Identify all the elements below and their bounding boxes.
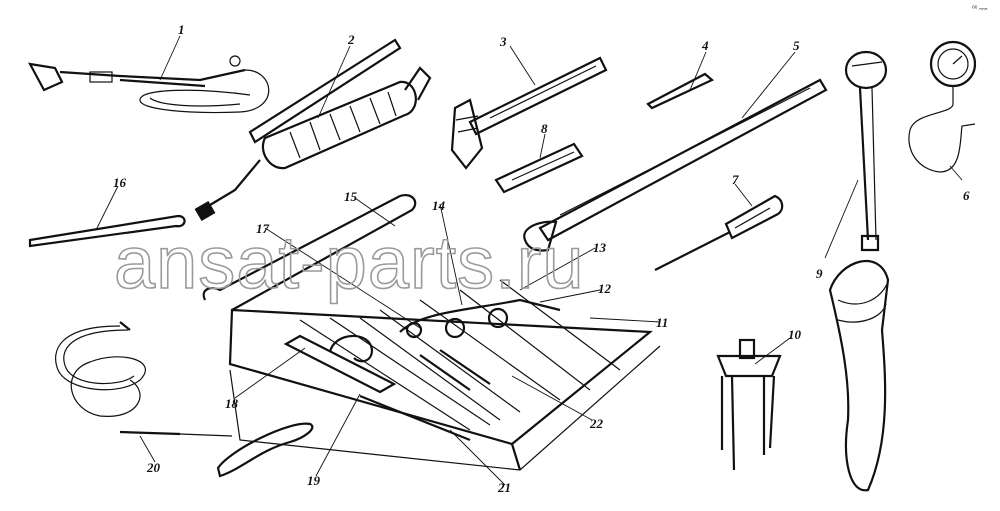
watermark-text: ansat-parts.ru	[114, 221, 585, 304]
callout-15: 15	[344, 189, 358, 204]
puller-drawing	[716, 338, 782, 471]
callout-2: 2	[347, 32, 355, 47]
tire-pressure-hose-drawing	[27, 55, 270, 114]
callout-7: 7	[732, 172, 739, 187]
screwdriver-drawing	[654, 194, 784, 271]
callout-19: 19	[307, 473, 321, 488]
strap-drawing	[216, 422, 314, 478]
grease-gun-drawing	[194, 38, 432, 222]
tool-roll-drawing	[202, 194, 661, 471]
callout-21: 21	[497, 480, 511, 495]
hammer-drawing	[450, 56, 608, 170]
chisel-drawing	[494, 142, 584, 194]
callout-1: 1	[178, 22, 185, 37]
tire-lever-drawing	[28, 214, 186, 248]
pump-with-bag-drawing	[828, 50, 890, 492]
pin-punch-drawing	[646, 72, 715, 110]
callout-22: 22	[589, 416, 604, 431]
callout-8: 8	[541, 121, 548, 136]
callout-17: 17	[256, 221, 270, 236]
callout-18: 18	[225, 396, 239, 411]
callout-10: 10	[788, 327, 802, 342]
callout-4: 4	[701, 38, 709, 53]
callout-11: 11	[656, 315, 668, 330]
callout-13: 13	[593, 240, 607, 255]
callout-3: 3	[499, 34, 507, 49]
callout-9: 9	[816, 266, 823, 281]
wheel-nut-wrench-bar-drawing	[523, 78, 828, 252]
callout-16: 16	[113, 175, 127, 190]
callout-20: 20	[146, 460, 161, 475]
tire-pressure-gauge-drawing	[908, 40, 977, 173]
callout-leaders	[95, 35, 963, 486]
callout-5: 5	[793, 38, 800, 53]
inspection-lamp-cable-drawing	[55, 321, 233, 437]
callout-14: 14	[432, 198, 446, 213]
corner-mark: ᵒᵉ ₙₙₙ	[972, 5, 988, 12]
callout-12: 12	[598, 281, 612, 296]
callout-6: 6	[963, 188, 970, 203]
